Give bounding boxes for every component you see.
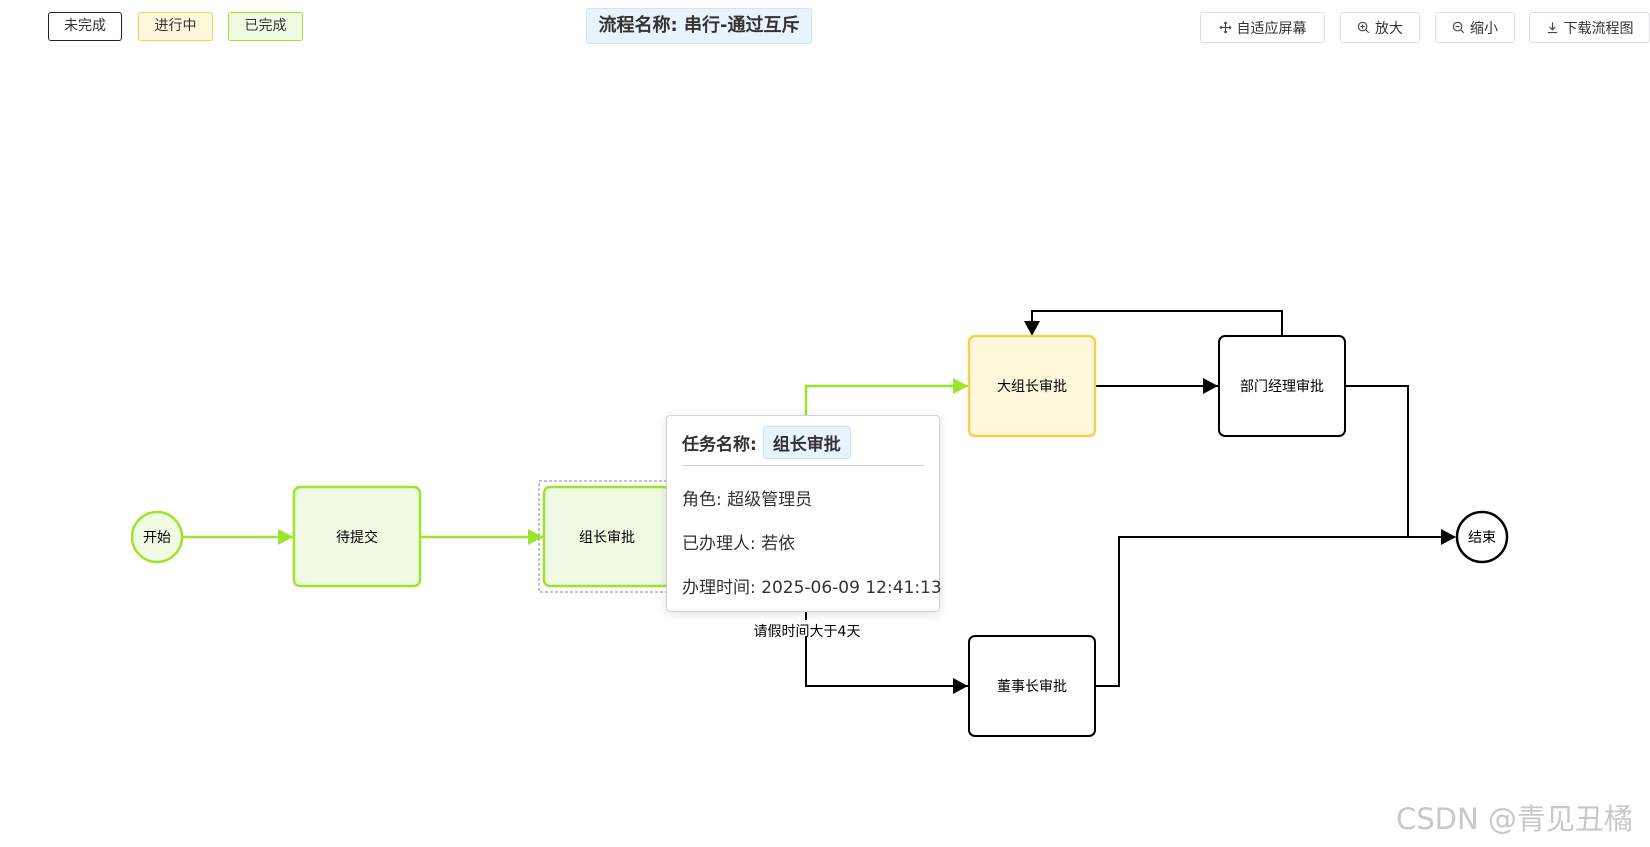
tooltip-time: 办理时间: 2025-06-09 12:41:13 <box>682 578 942 598</box>
edge-chairman-to-end <box>1094 536 1408 687</box>
zoom-out-label: 缩小 <box>1470 20 1498 37</box>
node-dept-manager-label: 部门经理审批 <box>1240 379 1324 395</box>
tooltip-handler: 已办理人: 若依 <box>682 534 796 554</box>
fit-screen-button[interactable]: 自适应屏幕 <box>1200 12 1325 43</box>
node-chairman[interactable]: 董事长审批 <box>968 635 1096 737</box>
zoom-in-icon <box>1357 21 1370 34</box>
node-big-group-leader[interactable]: 大组长审批 <box>967 334 1097 438</box>
node-start-label: 开始 <box>143 530 171 546</box>
process-title: 流程名称: 串行-通过互斥 <box>586 8 812 44</box>
edge-submit-to-group-leader <box>420 529 543 545</box>
download-diagram-label: 下载流程图 <box>1563 20 1634 37</box>
node-big-group-leader-label: 大组长审批 <box>997 379 1067 395</box>
task-tooltip: 任务名称: 组长审批 角色: 超级管理员 已办理人: 若依 办理时间: 2025… <box>666 415 942 612</box>
node-chairman-label: 董事长审批 <box>997 679 1067 695</box>
node-submit-label: 待提交 <box>336 529 378 546</box>
node-submit[interactable]: 待提交 <box>292 485 422 588</box>
tooltip-header: 任务名称: 组长审批 <box>682 426 924 466</box>
legend-active: 进行中 <box>138 12 213 41</box>
edge-dept-manager-to-end <box>1345 385 1456 545</box>
legend-done: 已完成 <box>228 12 303 41</box>
move-icon <box>1219 21 1231 34</box>
edge-start-to-submit <box>182 529 293 545</box>
edge-big-group-leader-to-dept-manager <box>1094 378 1218 394</box>
watermark: CSDN @青见丑橘 <box>1396 802 1633 836</box>
fit-screen-label: 自适应屏幕 <box>1236 20 1307 37</box>
node-end[interactable]: 结束 <box>1455 510 1509 564</box>
node-dept-manager[interactable]: 部门经理审批 <box>1218 335 1346 437</box>
zoom-in-button[interactable]: 放大 <box>1340 12 1420 43</box>
node-group-leader[interactable]: 组长审批 <box>538 480 674 593</box>
tooltip-role: 角色: 超级管理员 <box>682 490 813 510</box>
legend-pending: 未完成 <box>48 12 122 41</box>
node-group-leader-label: 组长审批 <box>579 530 635 546</box>
edge-dept-manager-back-to-big-group-leader <box>1024 310 1283 336</box>
tooltip-task-label: 任务名称: <box>682 435 757 455</box>
download-diagram-button[interactable]: 下载流程图 <box>1529 12 1650 43</box>
condition-label: 请假时间大于4天 <box>754 624 861 640</box>
download-icon <box>1547 22 1557 34</box>
tooltip-task-name: 组长审批 <box>762 426 851 459</box>
edge-condition-to-chairman <box>805 612 968 694</box>
zoom-out-button[interactable]: 缩小 <box>1435 12 1515 43</box>
node-start[interactable]: 开始 <box>130 510 184 564</box>
zoom-in-label: 放大 <box>1375 20 1403 37</box>
edge-group-leader-to-big-group-leader <box>804 378 968 415</box>
node-end-label: 结束 <box>1468 530 1496 546</box>
zoom-out-icon <box>1452 21 1465 34</box>
